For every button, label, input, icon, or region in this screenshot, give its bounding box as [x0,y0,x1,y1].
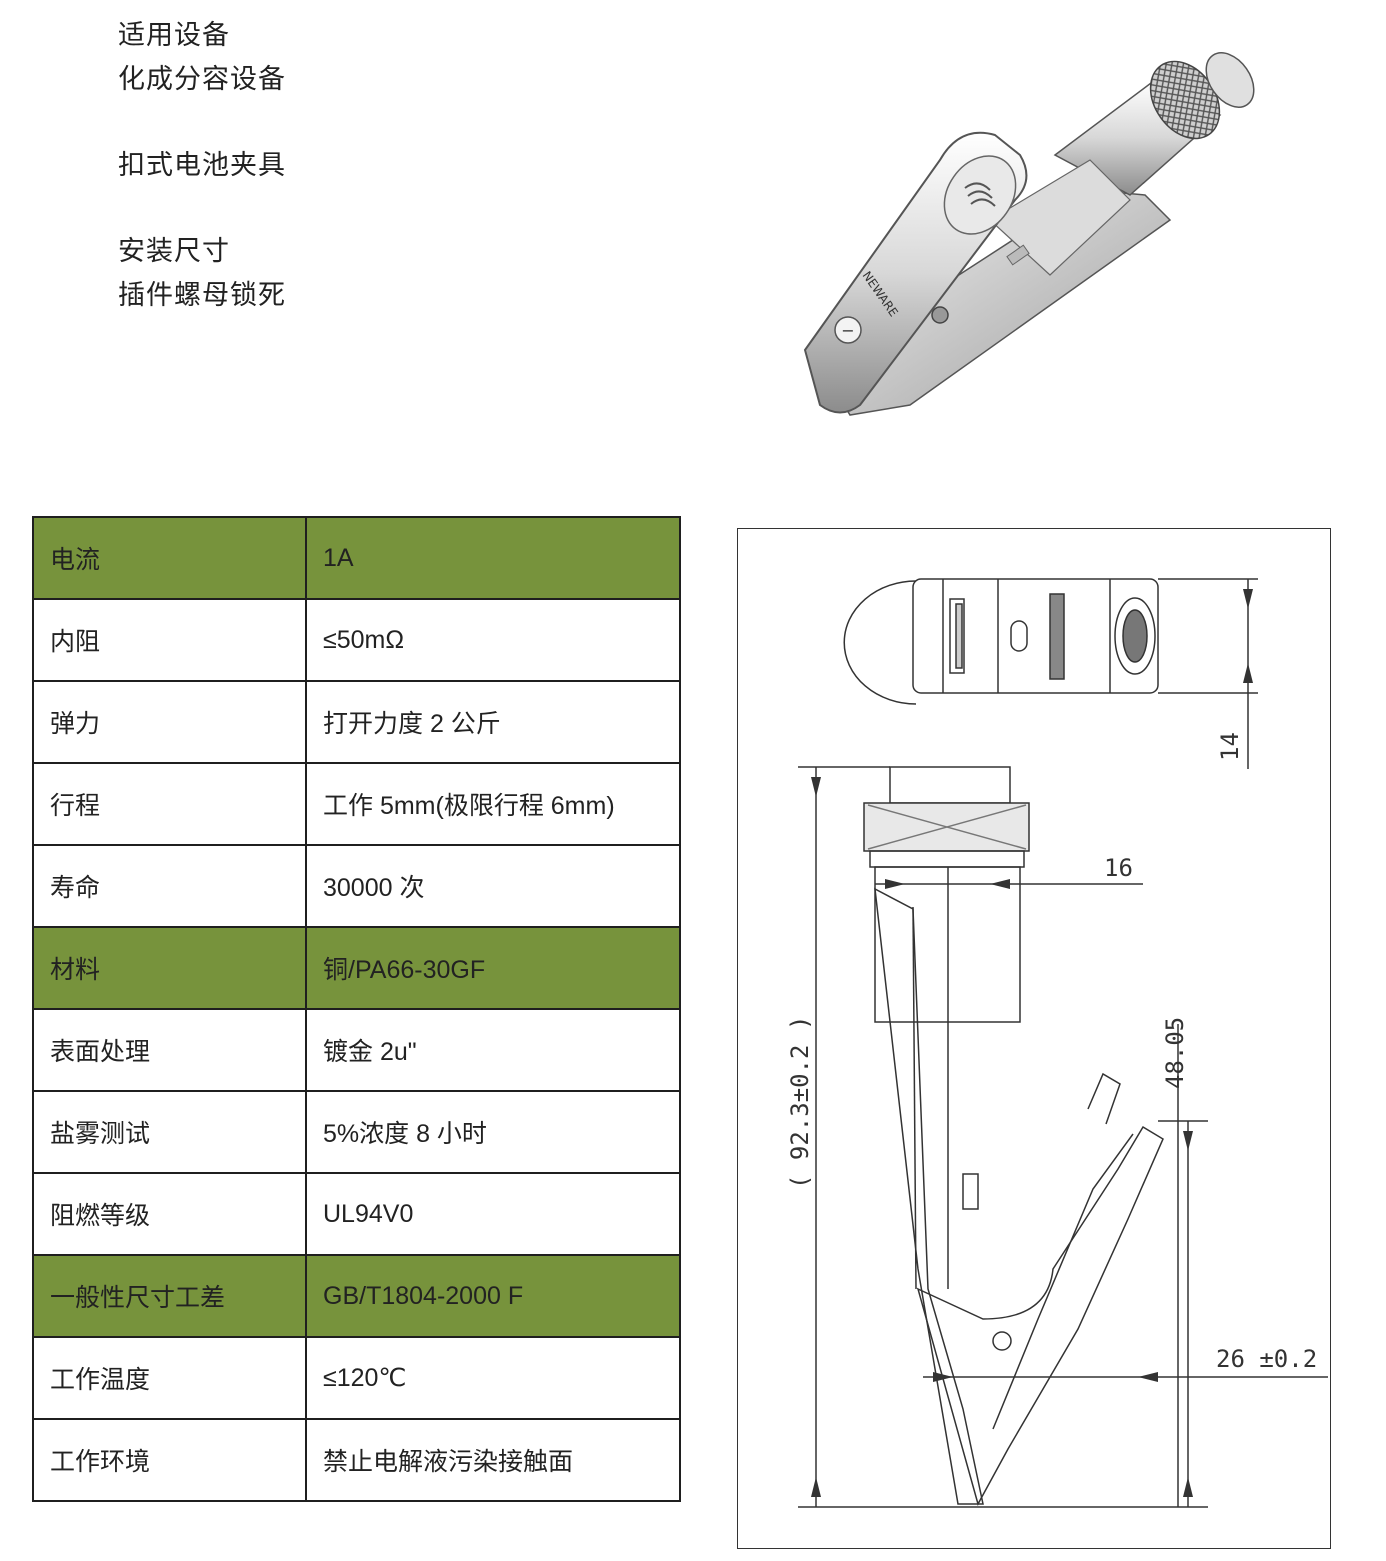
drawing-svg: 14 16 ( 92.3±0.2 ) 48.05 26 ±0.2 [786,578,1328,1508]
spec-row: 电流 1A [32,516,681,600]
spec-value: 铜/PA66-30GF [305,926,681,1010]
spec-value: ≤120℃ [305,1336,681,1420]
spec-row: 一般性尺寸工差 GB/T1804-2000 F [32,1254,681,1338]
spec-row: 弹力 打开力度 2 公斤 [32,680,681,764]
spec-label: 行程 [32,762,307,846]
spec-label: 一般性尺寸工差 [32,1254,307,1338]
dimension-drawing: 14 16 ( 92.3±0.2 ) 48.05 26 ±0.2 [737,528,1331,1549]
spec-label: 工作环境 [32,1418,307,1502]
spec-row: 阻燃等级 UL94V0 [32,1172,681,1256]
spec-label: 工作温度 [32,1336,307,1420]
intro-line: 扣式电池夹具 [118,150,286,181]
intro-text: 适用设备 化成分容设备 扣式电池夹具 安装尺寸 插件螺母锁死 [118,14,286,318]
spec-row: 盐雾测试 5%浓度 8 小时 [32,1090,681,1174]
dim-width-top: 14 [1216,732,1244,761]
spec-label: 弹力 [32,680,307,764]
intro-line: 安装尺寸 [118,236,230,267]
clip-render-svg: NEWARE − [803,52,1255,416]
spec-row: 行程 工作 5mm(极限行程 6mm) [32,762,681,846]
spec-label: 盐雾测试 [32,1090,307,1174]
spec-value: 打开力度 2 公斤 [305,680,681,764]
spec-row: 表面处理 镀金 2u" [32,1008,681,1092]
dim-nut: 16 [1104,854,1133,882]
spec-value: 1A [305,516,681,600]
polarity-symbol: − [841,321,854,340]
spec-value: 镀金 2u" [305,1008,681,1092]
spec-label: 内阻 [32,598,307,682]
spec-label: 阻燃等级 [32,1172,307,1256]
intro-line: 适用设备 [118,20,230,51]
dim-height: ( 92.3±0.2 ) [786,1016,814,1189]
dim-opening: 26 ±0.2 [1216,1345,1317,1373]
spec-value: ≤50mΩ [305,598,681,682]
spec-value: 工作 5mm(极限行程 6mm) [305,762,681,846]
spec-row: 寿命 30000 次 [32,844,681,928]
spec-value: 30000 次 [305,844,681,928]
spec-label: 表面处理 [32,1008,307,1092]
spec-row: 工作环境 禁止电解液污染接触面 [32,1418,681,1502]
spec-value: 禁止电解液污染接触面 [305,1418,681,1502]
intro-line: 插件螺母锁死 [118,280,286,311]
spec-value: UL94V0 [305,1172,681,1256]
spec-label: 材料 [32,926,307,1010]
product-image: NEWARE − [790,20,1310,430]
spec-value: GB/T1804-2000 F [305,1254,681,1338]
spec-label: 寿命 [32,844,307,928]
spec-table: 电流 1A 内阻 ≤50mΩ 弹力 打开力度 2 公斤 行程 工作 5mm(极限… [32,516,681,1502]
spec-row: 工作温度 ≤120℃ [32,1336,681,1420]
intro-line: 化成分容设备 [118,64,286,95]
dim-jaw-height: 48.05 [1161,1017,1189,1089]
spec-label: 电流 [32,516,307,600]
spec-row: 材料 铜/PA66-30GF [32,926,681,1010]
spec-value: 5%浓度 8 小时 [305,1090,681,1174]
spec-row: 内阻 ≤50mΩ [32,598,681,682]
